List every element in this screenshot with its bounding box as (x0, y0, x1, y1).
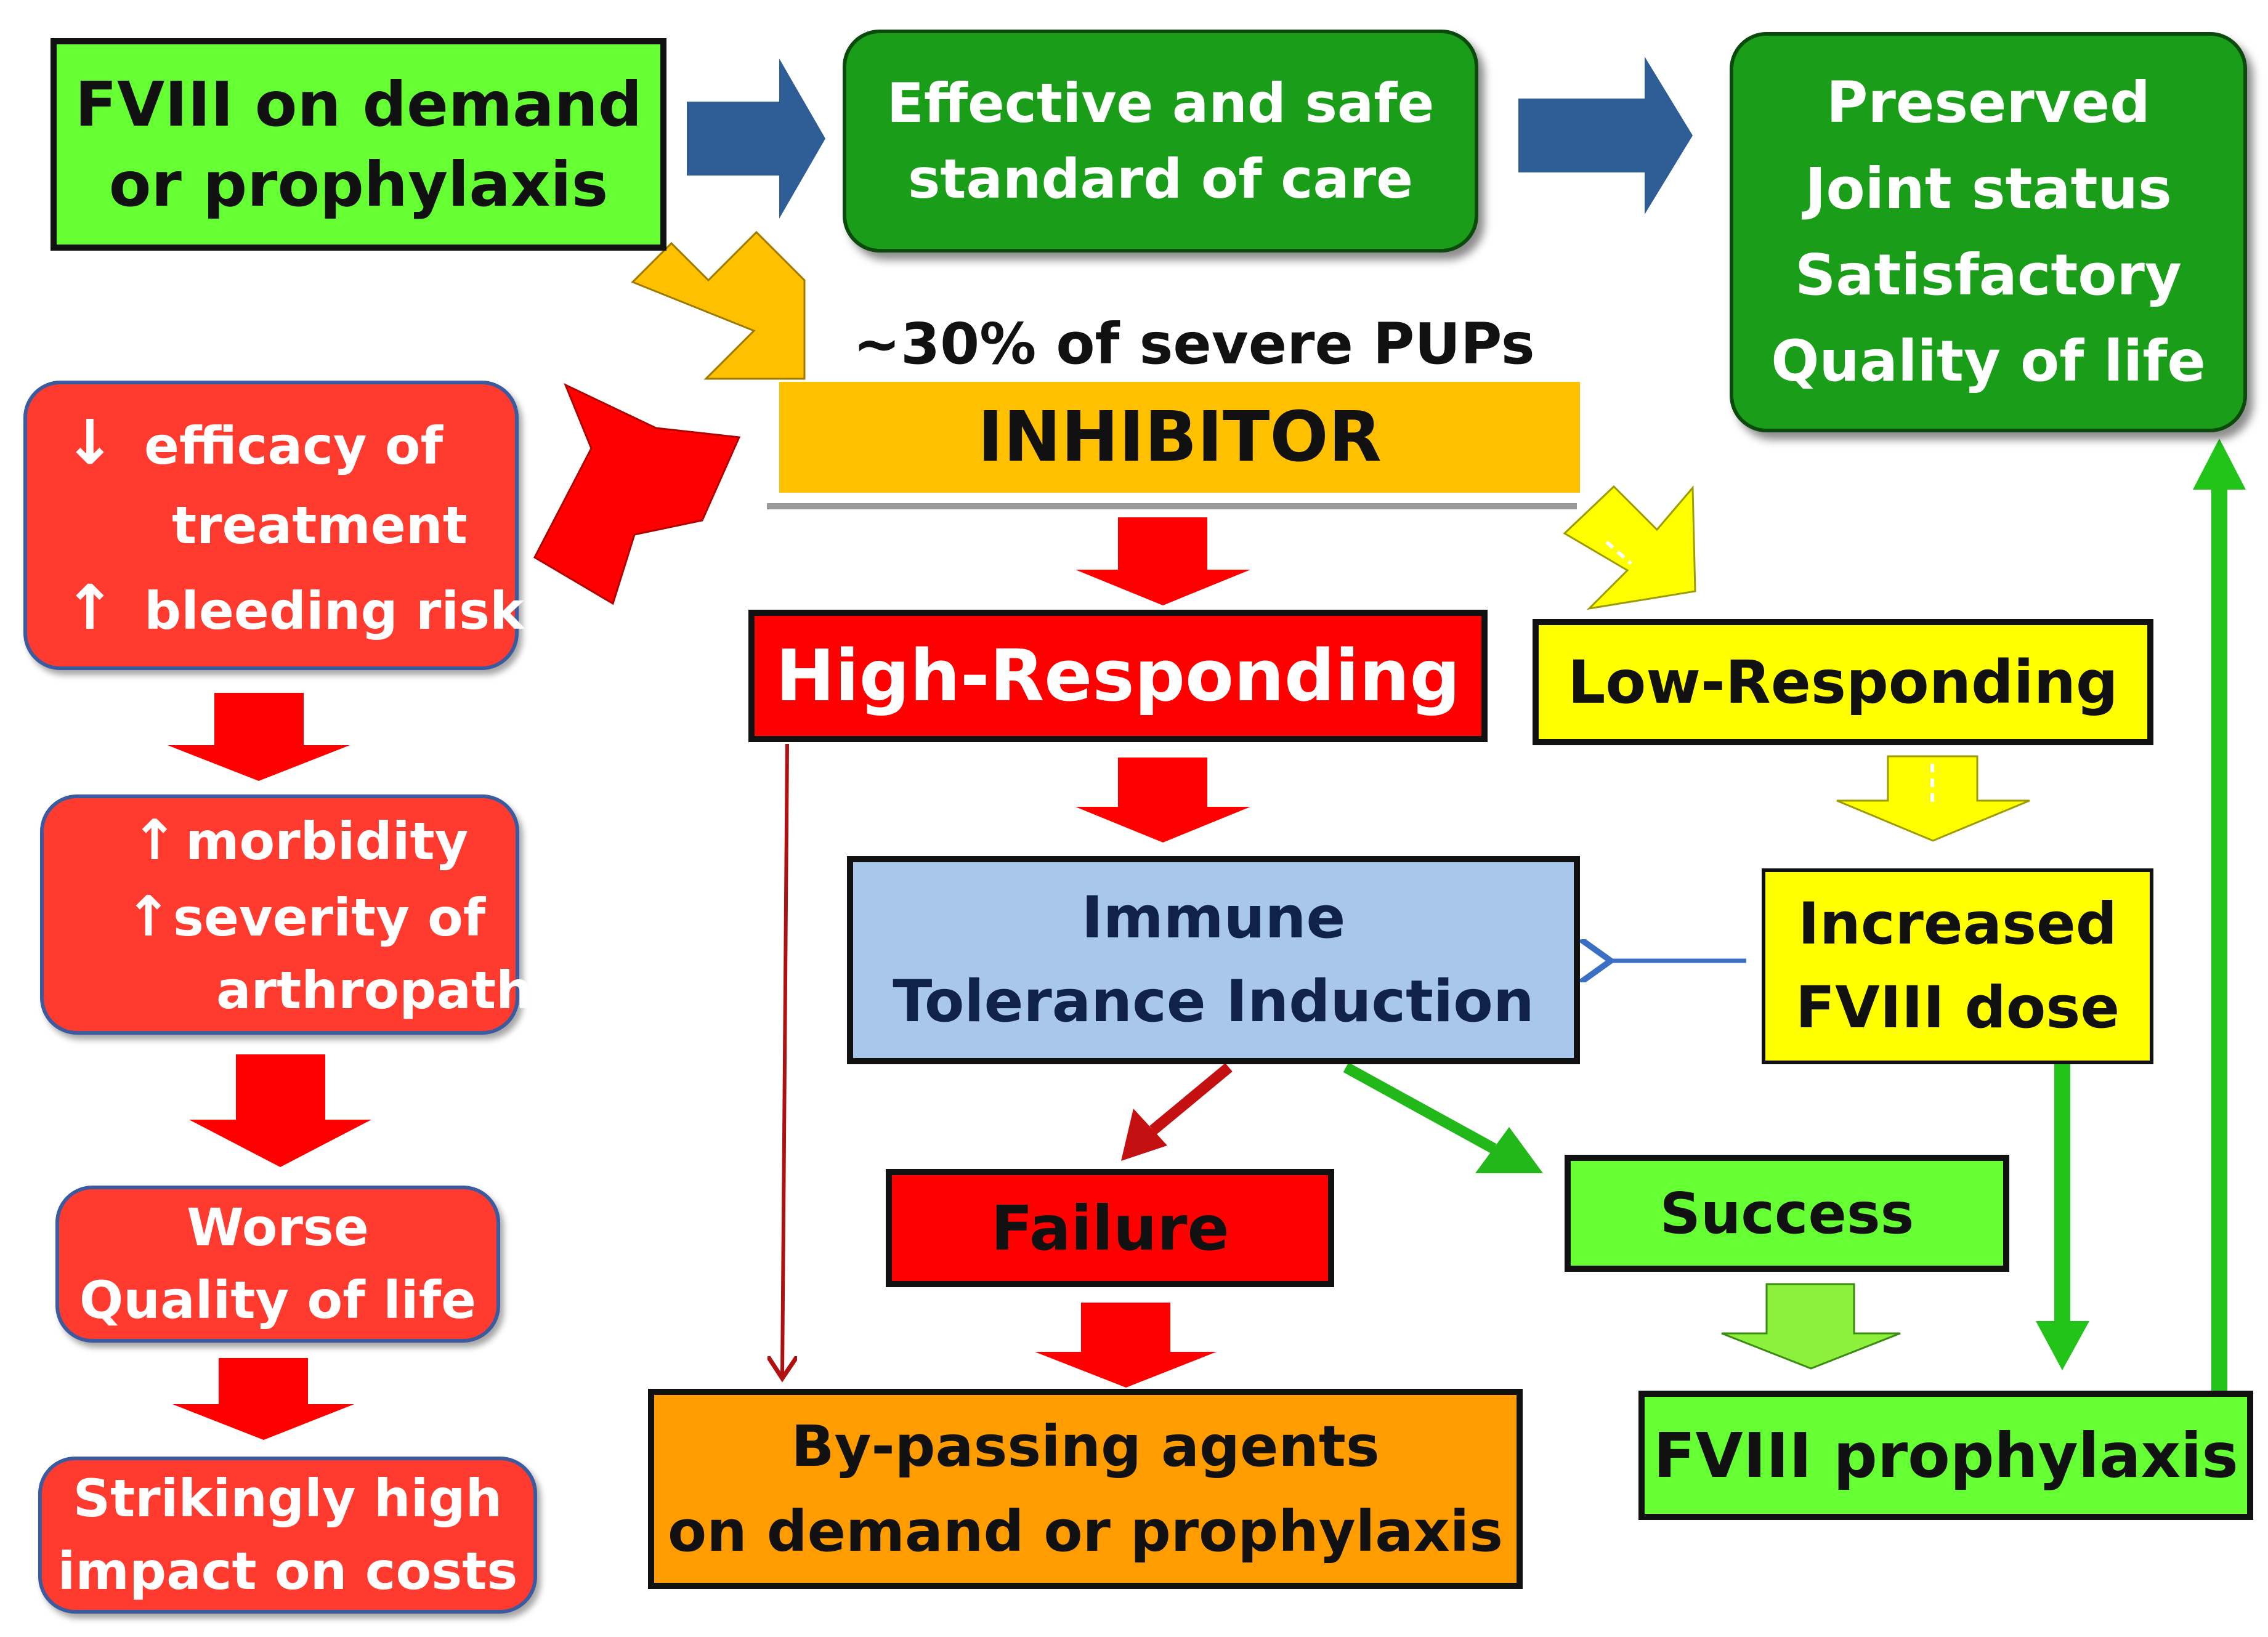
arrow-prophylaxis-to-preserved-head (2193, 439, 2246, 490)
arrow-high-to-iti (1075, 758, 1250, 843)
arrow-inhibitor-to-low-dash (1605, 540, 1632, 565)
node-worse-qol: Worse Quality of life (55, 1186, 500, 1343)
node-worse-qol-line1: Worse (187, 1197, 369, 1258)
node-iti-line1: Immune (1081, 884, 1346, 952)
node-low-responding: Low-Responding (1533, 619, 2153, 745)
node-efficacy-row3: ↑ bleeding risk (64, 563, 524, 653)
node-preserved-line3: Satisfactory (1795, 242, 2182, 308)
node-failure: Failure (886, 1169, 1334, 1287)
arrow-failure-to-bypassing (1035, 1303, 1217, 1388)
node-efficacy-line1: efficacy of (144, 415, 443, 476)
node-fviii-start: FVIII on demand or prophylaxis (51, 38, 666, 251)
node-fviii-prophylaxis: FVIII prophylaxis (1638, 1391, 2253, 1520)
arrow-care-to-preserved (1518, 57, 1693, 214)
node-increased-dose: Increased FVIII dose (1762, 868, 2153, 1064)
node-fviii-prophylaxis-label: FVIII prophylaxis (1653, 1419, 2238, 1492)
node-morbidity-line2: severity of (173, 887, 486, 948)
arrow-prophylaxis-to-preserved-shaft (2211, 487, 2227, 1398)
arrow-up-symbol: ↑ (64, 572, 116, 644)
node-success: Success (1565, 1155, 2009, 1272)
node-costs-line2: impact on costs (57, 1540, 518, 1601)
node-high-responding-label: High-Responding (776, 634, 1460, 717)
node-bypassing-line2: on demand or prophylaxis (668, 1498, 1503, 1564)
node-efficacy: ↓ efficacy of treatment ↑ bleeding risk (23, 381, 524, 670)
arrow-worse-to-costs (172, 1358, 354, 1440)
node-preserved-line2: Joint status (1805, 156, 2172, 222)
node-standard-care-line2: standard of care (908, 147, 1413, 211)
arrow-iti-to-success-head (1475, 1127, 1543, 1173)
node-bypassing-line1: By-passing agents (791, 1413, 1380, 1479)
node-fviii-start-line2: or prophylaxis (108, 148, 609, 220)
node-iti: Immune Tolerance Induction (847, 856, 1580, 1064)
arrow-down-symbol: ↓ (64, 406, 116, 479)
arrow-up-symbol: ↑ (131, 807, 178, 873)
node-preserved-line4: Quality of life (1771, 328, 2206, 394)
arrow-up-symbol: ↑ (125, 884, 172, 950)
arrow-inhibitor-to-low (1563, 485, 1696, 610)
node-inhibitor-label: INHIBITOR (978, 397, 1382, 477)
arrow-high-to-bypassing (782, 743, 787, 1375)
arrow-efficacy-to-morbidity (168, 693, 350, 781)
node-iti-line2: Tolerance Induction (893, 968, 1534, 1035)
node-morbidity: ↑morbidity ↑severity of arthropathy (40, 794, 567, 1035)
arrow-inhibitor-to-efficacy (533, 382, 741, 605)
node-increased-dose-line2: FVIII dose (1795, 974, 2120, 1041)
node-low-responding-label: Low-Responding (1568, 647, 2118, 717)
arrow-iti-to-failure-head (1121, 1109, 1167, 1161)
arrow-success-to-prophylaxis (1721, 1283, 1901, 1370)
node-preserved-line1: Preserved (1826, 70, 2150, 136)
arrow-morbidity-to-worse (189, 1054, 371, 1167)
node-bypassing: By-passing agents on demand or prophylax… (648, 1389, 1523, 1589)
node-standard-care: Effective and safe standard of care (843, 30, 1478, 253)
node-efficacy-row1: ↓ efficacy of (64, 398, 443, 488)
arrow-start-to-care (687, 59, 825, 219)
node-morbidity-row2: ↑severity of (124, 879, 485, 955)
node-morbidity-line1: morbidity (185, 810, 469, 871)
node-costs: Strikingly high impact on costs (38, 1457, 537, 1614)
arrow-iti-to-success-line (1343, 1062, 1497, 1154)
arrow-iti-to-failure-line (1149, 1063, 1233, 1134)
node-high-responding: High-Responding (748, 610, 1488, 742)
node-inhibitor: INHIBITOR (779, 382, 1580, 493)
arrow-dose-to-prophylaxis-head (2036, 1321, 2089, 1370)
node-worse-qol-line2: Quality of life (79, 1269, 477, 1330)
node-increased-dose-line1: Increased (1797, 890, 2118, 958)
node-morbidity-row1: ↑morbidity (124, 802, 468, 879)
arrow-dose-to-prophylaxis-shaft (2054, 1064, 2070, 1323)
pups-caption: ~30% of severe PUPs (853, 311, 1535, 377)
node-success-label: Success (1659, 1180, 1914, 1247)
node-standard-care-line1: Effective and safe (886, 71, 1435, 135)
node-failure-label: Failure (990, 1192, 1229, 1264)
node-morbidity-line3: arthropathy (216, 960, 567, 1021)
arrow-inhibitor-to-high (1075, 517, 1250, 605)
node-efficacy-line3: bleeding risk (144, 581, 525, 642)
node-preserved: Preserved Joint status Satisfactory Qual… (1730, 32, 2247, 432)
arrow-start-to-inhibitor (631, 230, 806, 380)
node-fviii-start-line1: FVIII on demand (75, 68, 642, 140)
node-costs-line1: Strikingly high (73, 1468, 503, 1529)
node-efficacy-line2: treatment (172, 495, 468, 556)
